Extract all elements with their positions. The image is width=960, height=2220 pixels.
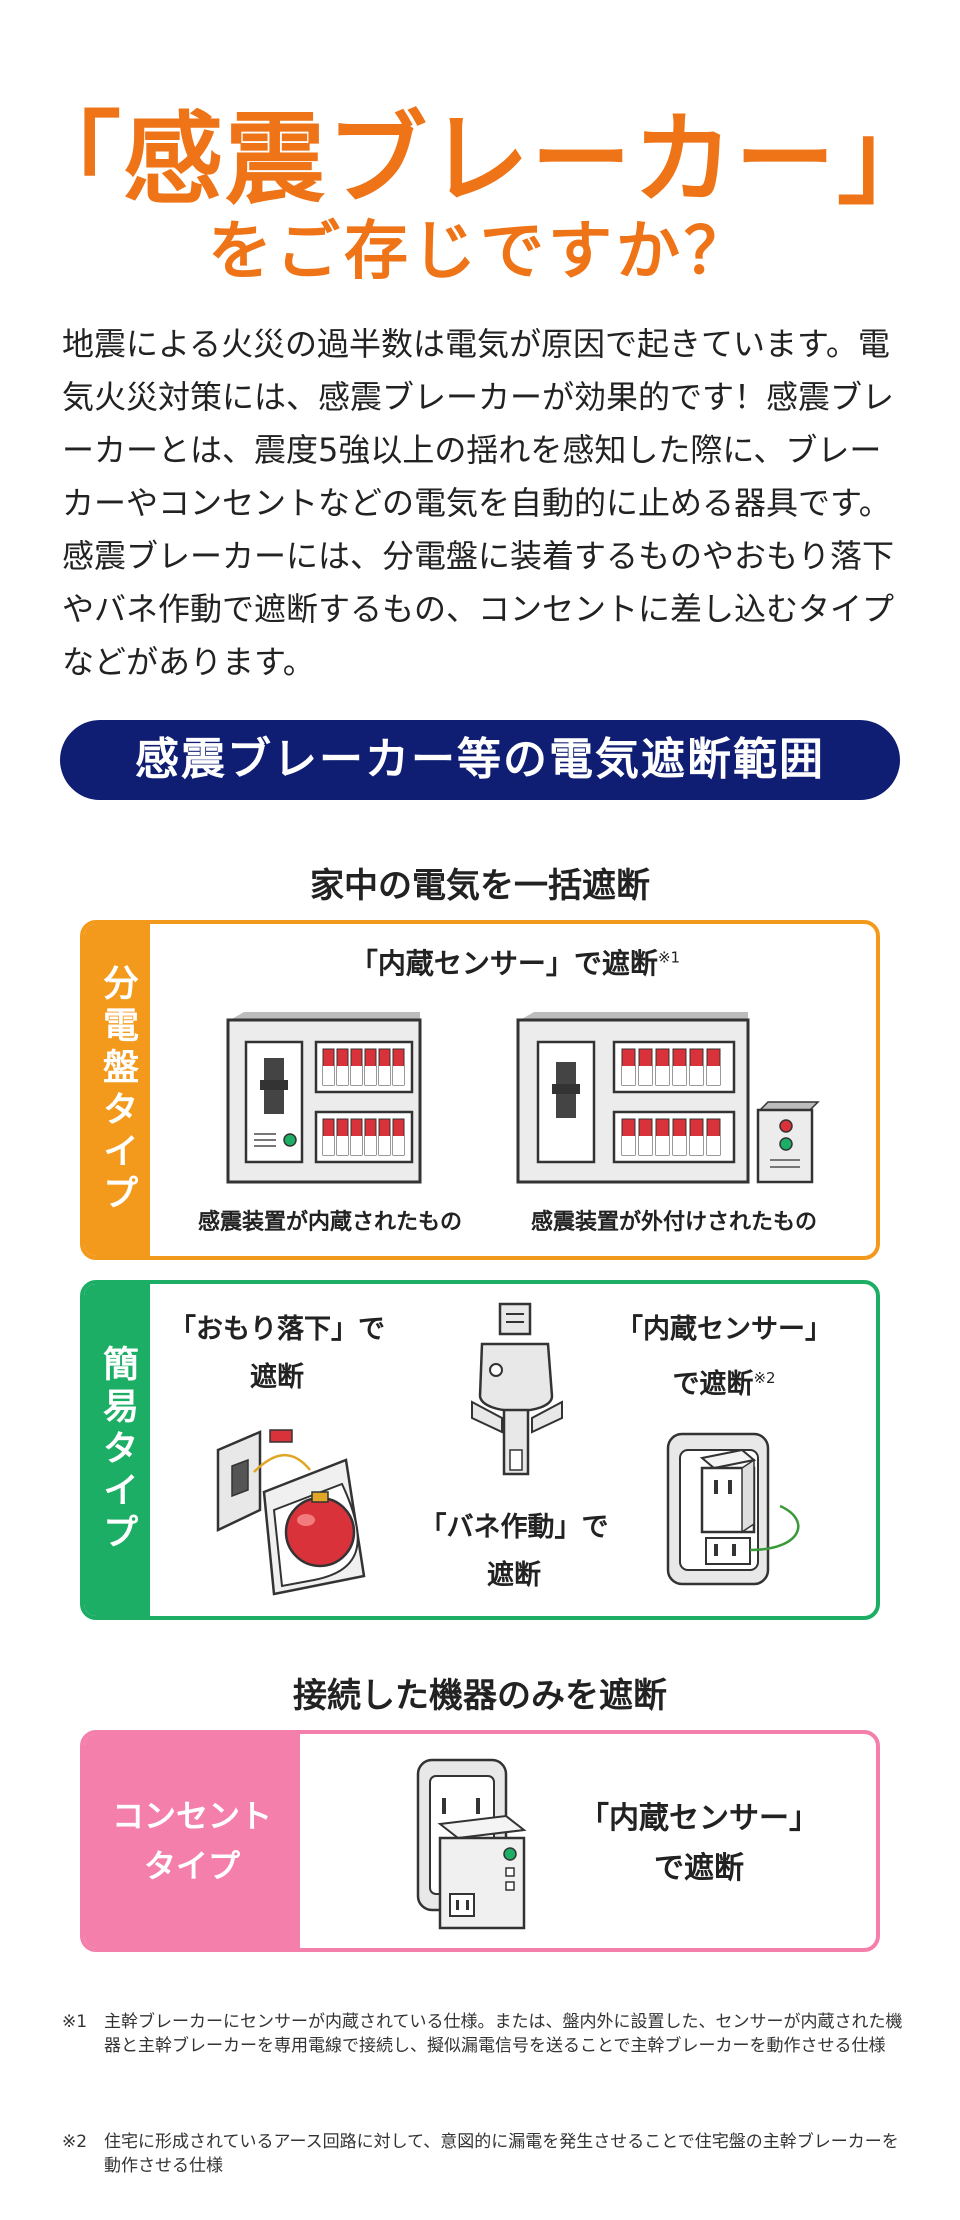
- outlet-tab-line2: タイプ: [143, 1847, 240, 1885]
- breaker-type-tab: 分電盤タイプ: [84, 924, 150, 1256]
- weight-drop-caption: 「おもり落下」で 遮断: [162, 1306, 392, 1402]
- outlet-caption-line1: 「内蔵センサー」: [579, 1801, 819, 1836]
- simple-type-tab: 簡易タイプ: [84, 1284, 150, 1616]
- spring-illustration: [471, 1302, 563, 1476]
- spring-line2: 遮断: [487, 1560, 541, 1591]
- breaker-caption: 「内蔵センサー」で遮断※1: [150, 942, 876, 982]
- footnote-2-mark: ※2: [62, 2132, 88, 2152]
- section-band: 感震ブレーカー等の電気遮断範囲: [60, 720, 900, 800]
- outlet-type-panel: コンセント タイプ 「内蔵センサー」 で遮断: [80, 1730, 880, 1952]
- simple-type-tab-label: 簡易タイプ: [97, 1345, 138, 1555]
- outlet-tab-line1: コンセント: [111, 1797, 272, 1835]
- weight-drop-line2: 遮断: [250, 1362, 304, 1393]
- breaker-caption-text: 「内蔵センサー」で遮断: [349, 947, 658, 980]
- weight-drop-line1: 「おもり落下」で: [169, 1314, 385, 1345]
- outlet-caption: 「内蔵センサー」 で遮断: [554, 1794, 844, 1894]
- builtin-breaker-illustration: [226, 1012, 422, 1184]
- breaker-type-tab-label: 分電盤タイプ: [97, 964, 138, 1216]
- sensor-plug-illustration: [666, 1432, 800, 1586]
- spring-caption: 「バネ作動」で 遮断: [384, 1504, 644, 1600]
- simple-type-panel: 簡易タイプ 「おもり落下」で 遮断 「バネ作動」で 遮断 「内蔵センサー」 で遮…: [80, 1280, 880, 1620]
- spring-line1: 「バネ作動」で: [419, 1512, 609, 1543]
- page-title: 「感震ブレーカー」: [21, 101, 939, 218]
- external-breaker-illustration: [516, 1012, 820, 1184]
- breaker-caption-note: ※1: [657, 948, 681, 967]
- outlet-sensor-illustration: [416, 1758, 527, 1930]
- page-subtitle: をご存じですか？: [208, 215, 752, 289]
- group-heading-whole-house: 家中の電気を一括遮断: [310, 866, 650, 906]
- outlet-type-tab: コンセント タイプ: [84, 1734, 300, 1948]
- builtin-breaker-label: 感震装置が内蔵されたもの: [197, 1210, 462, 1235]
- footnote-1-text: 主幹ブレーカーにセンサーが内蔵されている仕様。または、盤内外に設置した、センサー…: [104, 2012, 903, 2056]
- breaker-type-panel: 分電盤タイプ 「内蔵センサー」で遮断※1 感震装置が内蔵されたもの: [80, 920, 880, 1260]
- sensor-line2-wrap: で遮断※2: [584, 1354, 864, 1409]
- intro-paragraph: 地震による火災の過半数は電気が原因で起きています。電気火災対策には、感震ブレーカ…: [62, 325, 895, 681]
- sensor-note: ※2: [753, 1369, 776, 1387]
- outlet-caption-line2: で遮断: [654, 1851, 744, 1886]
- footnote-1-mark: ※1: [62, 2012, 88, 2032]
- sensor-line2: で遮断: [672, 1369, 754, 1400]
- sensor-line1: 「内蔵センサー」: [616, 1314, 832, 1345]
- footnote-2-text: 住宅に形成されているアース回路に対して、意図的に漏電を発生させることで住宅盤の主…: [104, 2132, 899, 2176]
- weight-drop-illustration: [216, 1429, 366, 1596]
- group-heading-device-only: 接続した機器のみを遮断: [293, 1676, 667, 1716]
- external-breaker-label: 感震装置が外付けされたもの: [530, 1210, 817, 1235]
- sensor-caption: 「内蔵センサー」 で遮断※2: [584, 1306, 864, 1409]
- footnote-2: ※2 住宅に形成されているアース回路に対して、意図的に漏電を発生させることで住宅…: [62, 2130, 912, 2178]
- footnote-1: ※1 主幹ブレーカーにセンサーが内蔵されている仕様。または、盤内外に設置した、セ…: [62, 2010, 912, 2058]
